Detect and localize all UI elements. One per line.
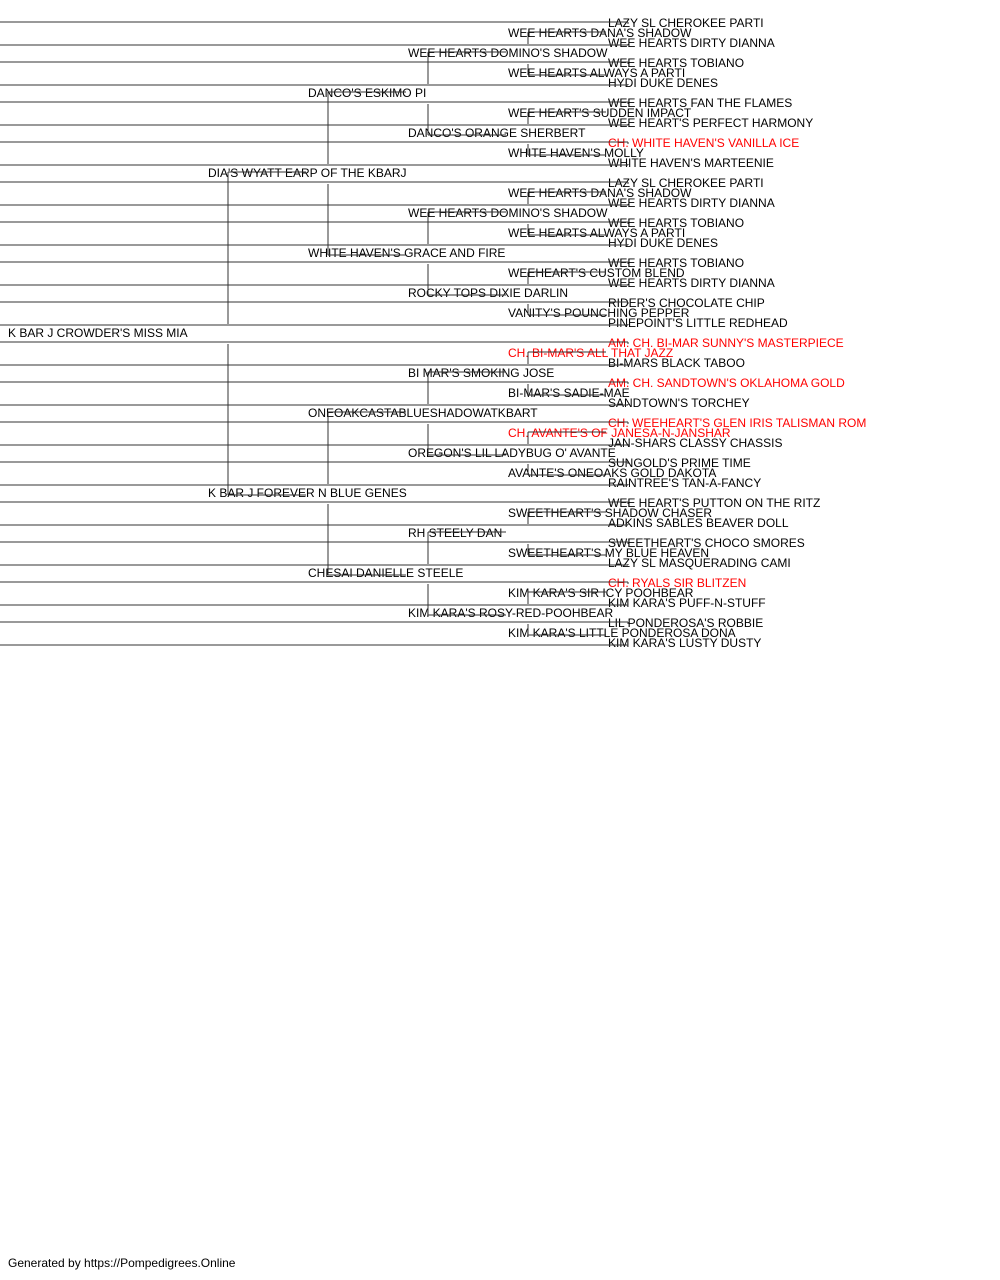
sire-name: BI MAR'S SMOKING JOSE <box>408 366 554 380</box>
dam-name: RAINTREE'S TAN-A-FANCY <box>608 476 761 490</box>
dam-name: WHITE HAVEN'S GRACE AND FIRE <box>308 246 505 260</box>
sire-name: WEE HEARTS DOMINO'S SHADOW <box>408 46 608 60</box>
dam-name: WEE HEARTS DIRTY DIANNA <box>608 276 775 290</box>
dam-name: KIM KARA'S PUFF-N-STUFF <box>608 596 766 610</box>
dam-name: SANDTOWN'S TORCHEY <box>608 396 750 410</box>
sire-name: WEE HEARTS TOBIANO <box>608 56 744 70</box>
sire-name: CH. WEEHEART'S GLEN IRIS TALISMAN ROM <box>608 416 866 430</box>
sire-name: SWEETHEART'S CHOCO SMORES <box>608 536 805 550</box>
dam-name: ADKINS SABLES BEAVER DOLL <box>608 516 789 530</box>
sire-name: CH. AVANTE'S OF JANESA-N-JANSHAR <box>508 426 731 440</box>
sire-name: LAZY SL CHEROKEE PARTI <box>608 16 764 30</box>
sire-name: WEE HEART'S SUDDEN IMPACT <box>508 106 692 120</box>
dam-name: BI-MARS BLACK TABOO <box>608 356 745 370</box>
sire-name: WEE HEARTS TOBIANO <box>608 256 744 270</box>
dam-name: WHITE HAVEN'S MOLLY <box>508 146 644 160</box>
dam-name: CHESAI DANIELLE STEELE <box>308 566 463 580</box>
sire-name: SWEETHEART'S SHADOW CHASER <box>508 506 712 520</box>
dam-name: VANITY'S POUNCHING PEPPER <box>508 306 690 320</box>
sire-name: CH. RYALS SIR BLITZEN <box>608 576 746 590</box>
dam-name: K BAR J FOREVER N BLUE GENES <box>208 486 407 500</box>
dam-name: OREGON'S LIL LADYBUG O' AVANTE <box>408 446 616 460</box>
sire-name: CH. BI-MAR'S ALL THAT JAZZ <box>508 346 673 360</box>
dam-name: WEE HEARTS ALWAYS A PARTI <box>508 226 685 240</box>
dam-name: DANCO'S ORANGE SHERBERT <box>408 126 586 140</box>
dam-name: WEE HEARTS DIRTY DIANNA <box>608 196 775 210</box>
dam-name: BI-MAR'S SADIE-MAE <box>508 386 630 400</box>
dam-name: KIM KARA'S LUSTY DUSTY <box>608 636 761 650</box>
sire-name: KIM KARA'S SIR ICY POOHBEAR <box>508 586 694 600</box>
dam-name: AVANTE'S ONEOAKS GOLD DAKOTA <box>508 466 716 480</box>
dam-name: WHITE HAVEN'S MARTEENIE <box>608 156 774 170</box>
sire-name: WEE HEARTS FAN THE FLAMES <box>608 96 792 110</box>
sire-name: SUNGOLD'S PRIME TIME <box>608 456 751 470</box>
sire-name: DANCO'S ESKIMO PI <box>308 86 426 100</box>
dam-name: WEE HEARTS DIRTY DIANNA <box>608 36 775 50</box>
sire-name: ONEOAKCASTABLUESHADOWATKBART <box>308 406 538 420</box>
sire-name: RIDER'S CHOCOLATE CHIP <box>608 296 765 310</box>
dam-name: WEE HEART'S PERFECT HARMONY <box>608 116 813 130</box>
sire-name: WEE HEARTS DOMINO'S SHADOW <box>408 206 608 220</box>
dam-name: PINEPOINT'S LITTLE REDHEAD <box>608 316 788 330</box>
dam-name: SWEETHEART'S MY BLUE HEAVEN <box>508 546 709 560</box>
sire-name: AM. CH. BI-MAR SUNNY'S MASTERPIECE <box>608 336 844 350</box>
dam-name: ROCKY TOPS DIXIE DARLIN <box>408 286 568 300</box>
dam-name: WEE HEARTS ALWAYS A PARTI <box>508 66 685 80</box>
sire-name: WEEHEART'S CUSTOM BLEND <box>508 266 685 280</box>
sire-name: LIL PONDEROSA'S ROBBIE <box>608 616 763 630</box>
footer-credit: Generated by https://Pompedigrees.Online <box>8 1256 236 1270</box>
dam-name: KIM KARA'S LITTLE PONDEROSA DONA <box>508 626 736 640</box>
sire-name: LAZY SL CHEROKEE PARTI <box>608 176 764 190</box>
sire-name: AM. CH. SANDTOWN'S OKLAHOMA GOLD <box>608 376 845 390</box>
subject-name: K BAR J CROWDER'S MISS MIA <box>8 326 188 340</box>
sire-name: WEE HEARTS TOBIANO <box>608 216 744 230</box>
sire-name: WEE HEARTS DANA'S SHADOW <box>508 26 692 40</box>
dam-name: JAN-SHARS CLASSY CHASSIS <box>608 436 783 450</box>
dam-name: HYDI DUKE DENES <box>608 236 718 250</box>
sire-name: RH STEELY DAN <box>408 526 502 540</box>
sire-name: CH. WHITE HAVEN'S VANILLA ICE <box>608 136 799 150</box>
dam-name: HYDI DUKE DENES <box>608 76 718 90</box>
sire-name: WEE HEART'S PUTTON ON THE RITZ <box>608 496 820 510</box>
sire-name: DIA'S WYATT EARP OF THE KBARJ <box>208 166 407 180</box>
dam-name: KIM KARA'S ROSY-RED-POOHBEAR <box>408 606 614 620</box>
sire-name: WEE HEARTS DANA'S SHADOW <box>508 186 692 200</box>
dam-name: LAZY SL MASQUERADING CAMI <box>608 556 791 570</box>
